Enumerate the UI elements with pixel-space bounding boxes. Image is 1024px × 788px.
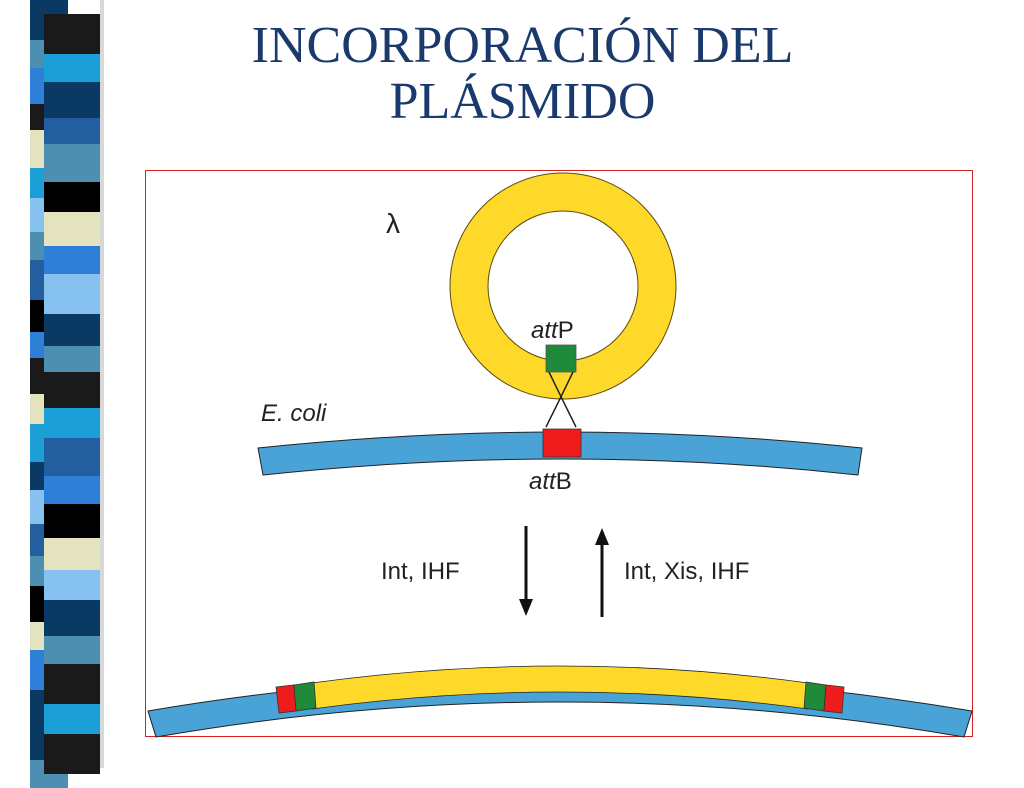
crossover-line-right — [545, 371, 574, 428]
stripe-block — [44, 82, 100, 118]
forward-enzymes-label: Int, IHF — [381, 558, 460, 585]
lambda-label: λ — [386, 208, 400, 239]
title-line-1: INCORPORACIÓN DEL — [251, 17, 794, 74]
hybrid-site-left-red — [275, 684, 297, 714]
stripe-block — [44, 408, 100, 438]
stripe-block — [44, 476, 100, 504]
stripe-block — [44, 212, 100, 246]
stripe-block — [44, 274, 100, 314]
stripe-block — [44, 704, 100, 734]
attp-site — [545, 344, 577, 373]
stripe-block — [44, 438, 100, 476]
stripe-block — [44, 314, 100, 346]
stripe-block — [44, 372, 100, 408]
slide-title: INCORPORACIÓN DEL PLÁSMIDO — [150, 18, 895, 130]
stripe-block — [44, 636, 100, 664]
attp-label: attP — [531, 317, 574, 344]
stripe-block — [44, 54, 100, 82]
diagram-canvas: λ attP E. coli attB Int, IHF Int, Xis, I… — [147, 172, 973, 738]
stripe-block — [44, 346, 100, 372]
hybrid-site-right-red — [823, 684, 845, 714]
stripe-block — [44, 144, 100, 182]
decorative-side-stripe — [0, 0, 104, 788]
attp-label-prefix: att — [531, 317, 559, 344]
stripe-block — [44, 14, 100, 54]
hybrid-site-left-green — [293, 681, 317, 712]
stripe-block — [44, 246, 100, 274]
reverse-enzymes-label: Int, Xis, IHF — [624, 558, 749, 585]
integration-diagram: λ attP E. coli attB Int, IHF Int, Xis, I… — [145, 170, 973, 738]
attb-label: attB — [529, 468, 572, 495]
attb-site — [542, 428, 582, 458]
title-line-2: PLÁSMIDO — [389, 73, 656, 130]
attb-label-suffix: B — [556, 468, 572, 495]
ecoli-label: E. coli — [261, 400, 327, 427]
down-arrow-icon — [519, 599, 533, 616]
crossover-line-left — [548, 371, 577, 428]
plasmid-ring — [450, 173, 676, 399]
stripe-block — [44, 118, 100, 144]
stripe-block — [44, 664, 100, 704]
hybrid-site-right-green — [803, 681, 827, 712]
stripe-block — [44, 182, 100, 212]
stripe-block — [44, 570, 100, 600]
stripe-block — [44, 538, 100, 570]
attp-label-suffix: P — [558, 317, 574, 344]
stripe-shadow — [100, 0, 104, 768]
up-arrow-icon — [595, 528, 609, 545]
stripe-block — [44, 600, 100, 636]
attb-label-prefix: att — [529, 468, 557, 495]
stripe-block — [44, 734, 100, 774]
stripe-block — [44, 504, 100, 538]
